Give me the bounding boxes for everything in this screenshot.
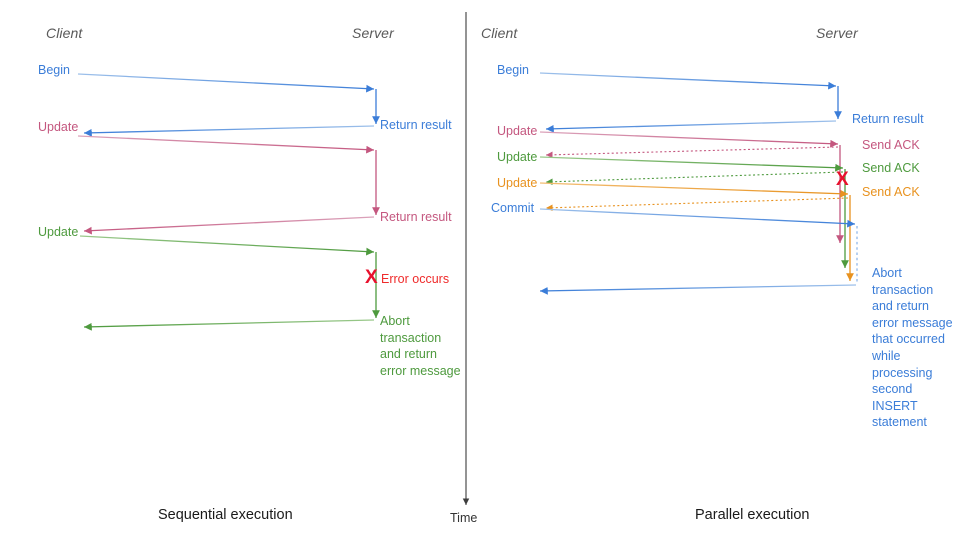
sequential-label-update-2: Update: [38, 225, 79, 239]
sequential-label-update-1: Update: [38, 120, 79, 134]
sequential-error-label: Error occurs: [381, 272, 450, 286]
parallel-label-update-2: Update: [497, 150, 538, 164]
abort-note-line: error message: [380, 363, 461, 378]
abort-note-line: error message: [872, 315, 953, 330]
arrow-abort-return: [83, 319, 375, 331]
parallel-panel-arrows: [539, 72, 858, 295]
parallel-abort-note: Abort transaction and return error messa…: [872, 265, 960, 431]
p-arrow-commit-request: [539, 208, 856, 228]
sequential-actor-client: Client: [46, 25, 83, 41]
abort-note-line: transaction: [380, 330, 442, 345]
abort-note-line: and return: [380, 347, 437, 362]
sequential-panel-arrows: [77, 73, 380, 331]
p-arrow-send-ack-pink: [545, 146, 839, 159]
p-arrow-update-2-request: [539, 156, 844, 172]
time-axis-label: Time: [450, 511, 478, 525]
parallel-label-return-result: Return result: [852, 112, 924, 126]
abort-note-line: that occurred: [872, 332, 945, 347]
abort-note-line: and return: [872, 299, 929, 314]
abort-note-line: transaction: [872, 282, 934, 297]
arrow-return-result-1: [83, 125, 375, 137]
parallel-label-send-ack-1: Send ACK: [862, 138, 920, 152]
sequential-label-return-result-2: Return result: [380, 210, 452, 224]
p-arrow-update-3-request: [539, 182, 849, 198]
p-arrow-return-result: [545, 120, 837, 133]
abort-note-line: while: [872, 348, 901, 363]
parallel-label-update-3: Update: [497, 176, 538, 190]
abort-note-line: Abort: [380, 314, 410, 328]
abort-note-line: processing: [872, 365, 933, 380]
parallel-caption: Parallel execution: [695, 507, 810, 523]
parallel-label-send-ack-2: Send ACK: [862, 161, 920, 175]
abort-note-line: Abort: [872, 266, 902, 280]
parallel-label-update-1: Update: [497, 124, 538, 138]
p-arrow-begin-request: [539, 72, 837, 90]
parallel-label-commit: Commit: [491, 201, 535, 215]
arrow-begin-request: [77, 73, 375, 93]
abort-note-line: second: [872, 382, 913, 397]
sequential-label-return-result-1: Return result: [380, 118, 452, 132]
parallel-error-x-icon: X: [836, 169, 849, 190]
sequential-caption: Sequential execution: [158, 507, 293, 523]
parallel-actor-server: Server: [816, 25, 858, 41]
sequential-actor-server: Server: [352, 25, 394, 41]
p-arrow-send-ack-orange: [545, 197, 849, 212]
p-arrow-send-ack-green: [545, 171, 844, 186]
arrow-return-result-2: [83, 216, 375, 235]
parallel-actor-client: Client: [481, 25, 518, 41]
p-arrow-update-1-request: [539, 131, 839, 148]
abort-note-line: statement: [872, 415, 927, 430]
parallel-label-begin: Begin: [497, 63, 529, 77]
sequential-error-x-icon: X: [365, 267, 378, 288]
sequential-abort-note: Abort transaction and return error messa…: [380, 313, 475, 379]
abort-note-line: INSERT: [872, 398, 918, 413]
arrow-update-1-request: [77, 135, 375, 154]
arrow-update-2-request: [79, 235, 375, 256]
parallel-label-send-ack-3: Send ACK: [862, 185, 920, 199]
sequential-label-begin: Begin: [38, 63, 70, 77]
p-arrow-abort-return: [539, 284, 857, 295]
